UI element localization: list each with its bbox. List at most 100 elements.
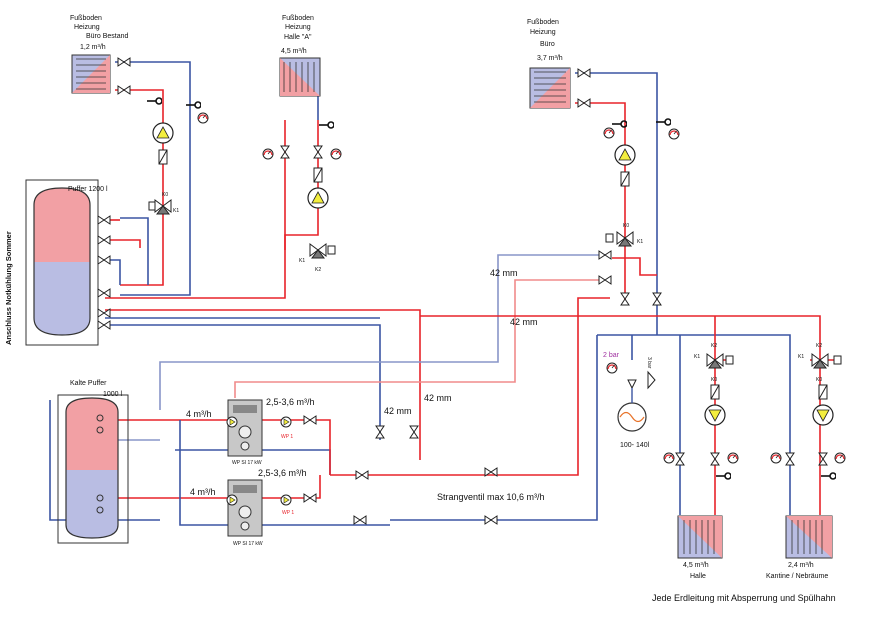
label-kantine-flow: 2,4 m³/h bbox=[788, 562, 814, 569]
kp-return bbox=[49, 400, 160, 521]
return-bottom bbox=[390, 335, 598, 521]
supply-pipe-buero bbox=[575, 102, 626, 300]
radiator-kantine bbox=[785, 515, 833, 559]
kalte-puffer-tank bbox=[57, 394, 129, 544]
label-pipe-42-c: 42 mm bbox=[424, 393, 452, 403]
shutoff-valve-icon bbox=[303, 493, 317, 503]
check-valve-icon bbox=[158, 149, 168, 165]
balancing-valve-icon bbox=[484, 515, 498, 525]
label-strangventil: Strangventil max 10,6 m³/h bbox=[437, 492, 545, 502]
pump-icon bbox=[307, 187, 329, 209]
gauge-icon bbox=[668, 128, 680, 140]
shutoff-valve-icon bbox=[710, 452, 720, 466]
wp1-return-loop bbox=[179, 420, 230, 526]
label-wp1-tag: WP 1 bbox=[281, 434, 293, 440]
radiator-halle bbox=[677, 515, 723, 559]
footer-note: Jede Erdleitung mit Absperrung und Spülh… bbox=[652, 593, 836, 603]
three-way-valve-icon bbox=[605, 231, 634, 247]
thermometer-icon bbox=[146, 97, 162, 105]
three-way-valve-icon bbox=[811, 353, 842, 369]
gauge-icon bbox=[663, 452, 675, 464]
shutoff-valve-icon bbox=[280, 145, 290, 159]
pump-icon bbox=[812, 404, 834, 426]
shutoff-valve-icon bbox=[577, 68, 591, 78]
wp1-out bbox=[262, 419, 331, 475]
shutoff-valve-icon bbox=[117, 57, 131, 67]
gauge-icon bbox=[770, 452, 782, 464]
label-kalte-puffer-volume: 1000 l bbox=[103, 391, 123, 398]
label-wp2-tag: WP 1 bbox=[282, 510, 294, 516]
label-wp1-flow-left: 4 m³/h bbox=[186, 409, 212, 419]
check-valve-icon bbox=[710, 384, 720, 400]
return-pipe-buero bbox=[575, 72, 658, 335]
label-wp1-flow-right: 2,5-3,6 m³/h bbox=[266, 397, 315, 407]
gauge-icon bbox=[606, 362, 618, 374]
label-notkuehlung: Anschluss Notkühlung Sommer bbox=[4, 231, 13, 345]
pipe-42-pink bbox=[234, 279, 600, 398]
label-wp1-model: WP SI 17 kW bbox=[232, 460, 262, 466]
pump-icon bbox=[614, 144, 636, 166]
valve-tag-k1-d: K1 bbox=[694, 354, 700, 360]
shutoff-valve-icon bbox=[97, 308, 111, 318]
valve-tag-k1-b: K1 bbox=[299, 258, 305, 264]
label-relief: 3 bar bbox=[646, 357, 652, 369]
gauge-icon bbox=[727, 452, 739, 464]
label-wp2-flow-left: 4 m³/h bbox=[190, 487, 216, 497]
valve-tag-k0: K0 bbox=[162, 192, 168, 198]
thermometer-icon bbox=[715, 472, 731, 480]
gauge-icon bbox=[262, 148, 274, 160]
label-buero-flow: 3,7 m³/h bbox=[537, 55, 563, 62]
valve-tag-k0-b: K0 bbox=[623, 223, 629, 229]
label-buero-bestand-1: Fußboden bbox=[70, 15, 102, 22]
label-halle-name: Halle bbox=[690, 573, 706, 580]
shutoff-valve-icon bbox=[409, 425, 419, 439]
heat-pump-2 bbox=[227, 479, 263, 537]
valve-tag-k2: K2 bbox=[315, 267, 321, 273]
pump-icon bbox=[226, 416, 238, 428]
tank-stub-3 bbox=[105, 259, 121, 285]
shutoff-valve-icon bbox=[97, 288, 111, 298]
shutoff-valve-icon bbox=[303, 415, 317, 425]
tank-stub-2 bbox=[105, 239, 141, 248]
radiator-buero-bestand bbox=[71, 54, 111, 94]
shutoff-valve-icon bbox=[353, 515, 367, 525]
label-kalte-puffer: Kalte Puffer bbox=[70, 380, 107, 387]
label-pipe-42-d: 42 mm bbox=[384, 406, 412, 416]
shutoff-valve-icon bbox=[355, 470, 369, 480]
label-buero-bestand-2: Heizung bbox=[74, 24, 100, 31]
return-pipe-buero-bestand bbox=[115, 61, 191, 296]
bypass-pipe-buero-bestand bbox=[120, 217, 149, 285]
shutoff-valve-icon bbox=[785, 452, 795, 466]
pump-icon bbox=[226, 494, 238, 506]
label-pipe-42-a: 42 mm bbox=[490, 268, 518, 278]
label-buero-2: Heizung bbox=[530, 29, 556, 36]
shutoff-valve-icon bbox=[375, 425, 385, 439]
gauge-icon bbox=[834, 452, 846, 464]
valve-tag-k1: K1 bbox=[173, 208, 179, 214]
check-valve-icon bbox=[313, 167, 323, 183]
pipe-42-red bbox=[420, 297, 610, 317]
expansion-vessel-icon bbox=[617, 370, 656, 432]
shutoff-valve-icon bbox=[577, 98, 591, 108]
label-halle-a-3: Halle "A" bbox=[284, 34, 312, 41]
three-way-valve-icon bbox=[309, 243, 336, 259]
radiator-buero bbox=[529, 67, 571, 109]
supply-pipe-buero-bestand-low bbox=[120, 210, 164, 286]
supply-main-right bbox=[578, 315, 821, 355]
label-halle-a-flow: 4,5 m³/h bbox=[281, 48, 307, 55]
shutoff-valve-icon bbox=[652, 292, 662, 306]
thermometer-icon bbox=[318, 121, 334, 129]
thermometer-icon bbox=[655, 118, 671, 126]
shutoff-valve-icon bbox=[620, 292, 630, 306]
label-buero-bestand-flow: 1,2 m³/h bbox=[80, 44, 106, 51]
check-valve-icon bbox=[620, 171, 630, 187]
label-buero-3: Büro bbox=[540, 41, 555, 48]
shutoff-valve-icon bbox=[97, 215, 111, 225]
label-kantine-name: Kantine / Nebräume bbox=[766, 573, 828, 580]
shutoff-valve-icon bbox=[97, 255, 111, 265]
radiator-halle-a bbox=[279, 57, 321, 97]
shutoff-valve-icon bbox=[97, 320, 111, 330]
supply-pipe-buero-bestand bbox=[115, 89, 164, 210]
valve-tag-k2-c: K2 bbox=[816, 343, 822, 349]
